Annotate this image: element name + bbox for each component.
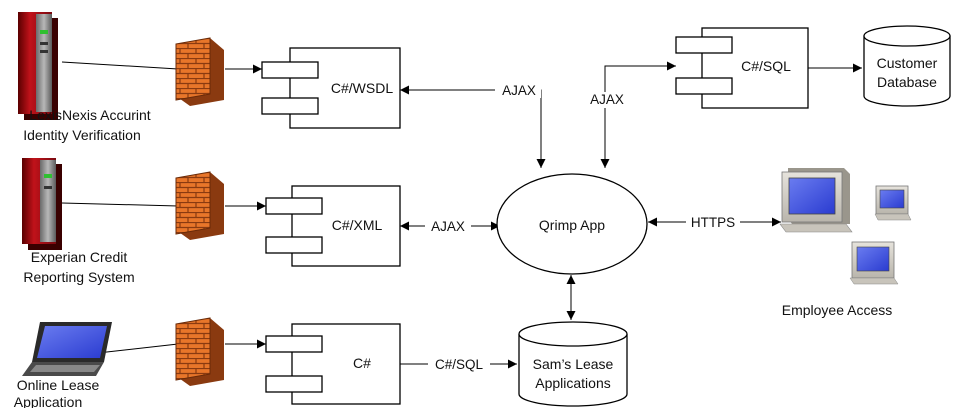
employee-label: Employee Access (782, 302, 893, 318)
label-ajax-wsdl: AJAX (502, 83, 536, 98)
database-icon (863, 25, 951, 107)
experian-label-line1: Experian Credit (31, 249, 128, 265)
label-ajax-xml: AJAX (431, 219, 465, 234)
component-csharp: C# (265, 323, 401, 405)
desktop-computer-icon (874, 185, 912, 221)
experian-label-line2: Reporting System (23, 269, 134, 285)
database-icon (518, 321, 628, 407)
label-csql: C#/SQL (435, 357, 484, 372)
line-ajax-sql (600, 61, 676, 168)
customer-db-line1: Customer (877, 55, 938, 71)
app-label: Qrimp App (539, 217, 605, 233)
server-icon (22, 158, 62, 250)
label-https: HTTPS (691, 215, 735, 230)
line-experian-firewall (61, 202, 179, 207)
firewall-icon (175, 37, 224, 106)
server-icon (18, 12, 58, 120)
sams-db-line1: Sam’s Lease (533, 356, 614, 372)
desktop-computer-icon (779, 168, 853, 233)
component-sql-label: C#/SQL (741, 58, 791, 74)
component-xml-label: C#/XML (332, 217, 383, 233)
lexis-label-line1: LexisNexis Accurint (29, 107, 150, 123)
line-ajax-wsdl (400, 85, 546, 168)
component-sql: C#/SQL (675, 27, 809, 109)
desktop-computer-icon (849, 241, 899, 285)
component-xml: C#/XML (265, 185, 401, 267)
line-lexis-firewall (61, 61, 179, 70)
customer-db-line2: Database (877, 74, 937, 90)
component-wsdl: C#/WSDL (261, 47, 401, 129)
label-ajax-sql: AJAX (590, 92, 624, 107)
firewall-icon (175, 171, 224, 240)
online-label-line1: Online Lease (17, 377, 100, 393)
online-label-line2: Application (14, 394, 83, 408)
lexis-label-line2: Identity Verification (23, 127, 141, 143)
component-csharp-label: C# (353, 355, 371, 371)
firewall-icon (175, 317, 224, 386)
sams-db-line2: Applications (535, 375, 611, 391)
app-node (496, 173, 648, 275)
laptop-icon (22, 322, 112, 376)
component-wsdl-label: C#/WSDL (331, 80, 393, 96)
